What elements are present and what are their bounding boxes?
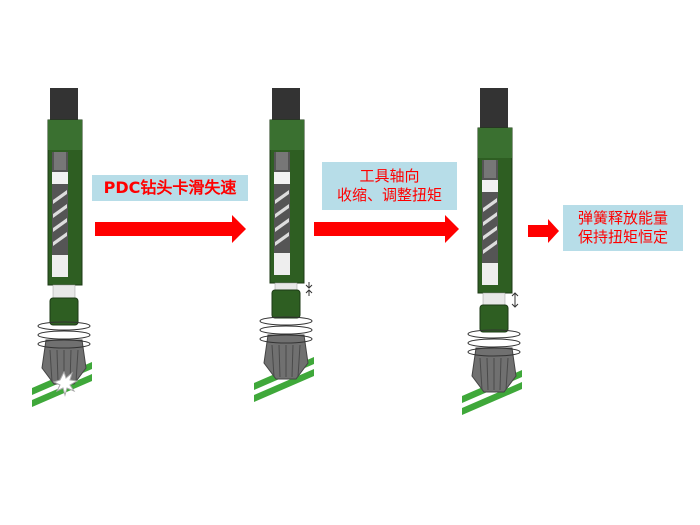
drill-pipe bbox=[480, 88, 508, 128]
rock-strata bbox=[32, 374, 92, 407]
bit-blade bbox=[75, 349, 79, 383]
arrow-2 bbox=[314, 215, 459, 243]
bit-blade bbox=[56, 349, 59, 383]
helical-spline bbox=[53, 232, 67, 246]
rotation-arrow-icon bbox=[259, 325, 313, 335]
bit-sub bbox=[479, 304, 509, 333]
rotation-arrow-icon bbox=[37, 330, 91, 340]
helical-spline bbox=[53, 218, 67, 232]
helical-spline bbox=[483, 240, 497, 254]
rotation-arrow-icon bbox=[467, 347, 521, 357]
rotation-arrow-icon bbox=[467, 329, 521, 339]
drill-pipe bbox=[50, 88, 78, 120]
helical-spline bbox=[483, 226, 497, 240]
stall-burst-icon bbox=[52, 370, 79, 397]
rotation-arrow-icon bbox=[467, 338, 521, 348]
helical-spline bbox=[275, 232, 289, 246]
exposed-mandrel bbox=[52, 284, 76, 299]
step1-label: PDC钻头卡滑失速 bbox=[92, 175, 248, 201]
bit-blade bbox=[499, 357, 502, 391]
bit-sub bbox=[49, 297, 79, 326]
spacer-ring bbox=[274, 172, 290, 184]
bit-blade bbox=[479, 357, 483, 391]
helical-spline bbox=[53, 190, 67, 204]
step3-line2: 保持扭矩恒定 bbox=[577, 228, 668, 246]
helical-spline bbox=[483, 212, 497, 226]
arrow-1 bbox=[95, 215, 246, 243]
rock-strata bbox=[254, 369, 314, 402]
rotation-arrow-icon bbox=[259, 334, 313, 344]
step2-line2: 收缩、调整扭矩 bbox=[336, 186, 442, 204]
mandrel-shaft bbox=[482, 263, 498, 285]
bit-blade bbox=[505, 357, 509, 391]
rotation-arrow-icon bbox=[37, 321, 91, 331]
exposed-mandrel bbox=[482, 292, 506, 306]
bit-sub bbox=[271, 289, 301, 319]
tool-1 bbox=[32, 88, 92, 407]
bit-blade bbox=[297, 344, 301, 378]
spring-coil bbox=[276, 152, 288, 170]
tool-3 bbox=[462, 88, 522, 415]
rotation-arrow-icon bbox=[37, 339, 91, 349]
step2-line1: 工具轴向 bbox=[359, 167, 420, 186]
bit-blade bbox=[278, 344, 281, 378]
rotation-arrow-icon bbox=[259, 316, 313, 326]
spacer-ring bbox=[482, 180, 498, 192]
bit-blade bbox=[486, 357, 489, 391]
rock-strata bbox=[462, 382, 522, 415]
arrow-3 bbox=[528, 219, 559, 243]
housing-cap bbox=[478, 128, 512, 158]
tool-2 bbox=[254, 88, 314, 402]
drill-pipe bbox=[272, 88, 300, 120]
extension-marker-icon bbox=[511, 292, 519, 308]
mandrel-shaft bbox=[274, 253, 290, 275]
exposed-mandrel bbox=[274, 282, 298, 291]
spacer-ring bbox=[52, 172, 68, 184]
spring-coil bbox=[484, 160, 496, 178]
helical-spline bbox=[483, 198, 497, 212]
housing-cap bbox=[270, 120, 304, 150]
bit-blade bbox=[291, 344, 294, 378]
mandrel-shaft bbox=[52, 255, 68, 277]
spring-coil bbox=[54, 152, 66, 170]
step1-line1: PDC钻头卡滑失速 bbox=[103, 178, 237, 197]
step2-label: 工具轴向 收缩、调整扭矩 bbox=[322, 162, 457, 210]
helical-spline bbox=[53, 204, 67, 218]
step3-label: 弹簧释放能量 保持扭矩恒定 bbox=[563, 205, 683, 251]
step3-line1: 弹簧释放能量 bbox=[577, 209, 668, 228]
bit-blade bbox=[271, 344, 275, 378]
helical-spline bbox=[275, 190, 289, 204]
housing-cap bbox=[48, 120, 82, 150]
helical-spline bbox=[275, 204, 289, 218]
helical-spline bbox=[275, 218, 289, 232]
compression-marker-icon bbox=[305, 282, 313, 296]
bit-blade bbox=[49, 349, 53, 383]
